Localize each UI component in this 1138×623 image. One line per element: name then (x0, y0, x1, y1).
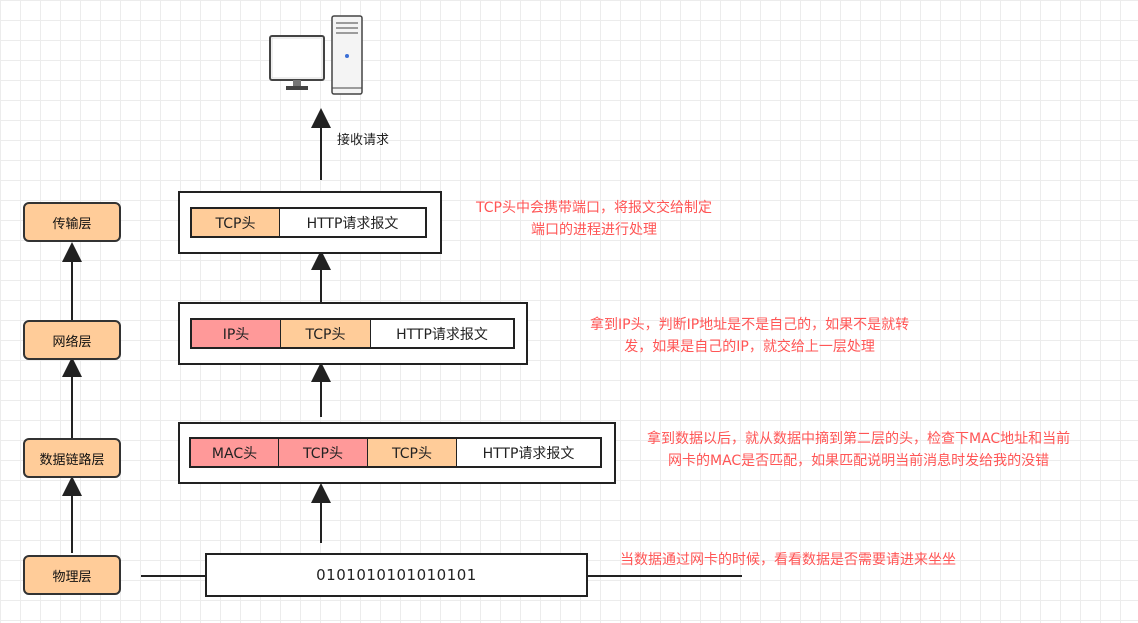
bitstream-box: 0101010101010101 (205, 553, 588, 597)
note-datalink: 拿到数据以后，就从数据中摘到第二层的头，检查下MAC地址和当前 网卡的MAC是否… (647, 428, 1070, 472)
ip-header-cell: IP头 (192, 320, 281, 347)
note-transport: TCP头中会携带端口，将报文交给制定 端口的进程进行处理 (476, 197, 712, 241)
note-line: 端口的进程进行处理 (530, 222, 657, 238)
note-physical: 当数据通过网卡的时候，看看数据是否需要请进来坐坐 (620, 549, 956, 571)
computer-icon (269, 15, 363, 95)
layer-datalink: 数据链路层 (23, 438, 121, 478)
receive-request-label: 接收请求 (337, 133, 390, 148)
layer-physical: 物理层 (23, 555, 121, 595)
packet-datalink-cells: MAC头 TCP头 TCP头 HTTP请求报文 (189, 437, 602, 468)
note-line: 拿到数据以后，就从数据中摘到第二层的头，检查下MAC地址和当前 (647, 431, 1071, 447)
packet-transport-cells: TCP头 HTTP请求报文 (190, 207, 427, 238)
mac-header-cell: MAC头 (191, 439, 279, 466)
tcp-header-cell: TCP头 (281, 320, 371, 347)
tcp-header-cell: TCP头 (368, 439, 457, 466)
tcp-header-cell-red: TCP头 (279, 439, 368, 466)
note-line: 发，如果是自己的IP，就交给上一层处理 (624, 339, 875, 355)
note-line: 当数据通过网卡的时候，看看数据是否需要请进来坐坐 (620, 552, 956, 568)
layer-network: 网络层 (23, 320, 121, 360)
http-message-cell: HTTP请求报文 (457, 439, 600, 466)
http-message-cell: HTTP请求报文 (371, 320, 513, 347)
tcp-header-cell: TCP头 (192, 209, 280, 236)
layer-transport: 传输层 (23, 202, 121, 242)
note-network: 拿到IP头，判断IP地址是不是自己的，如果不是就转 发，如果是自己的IP，就交给… (590, 314, 909, 358)
note-line: TCP头中会携带端口，将报文交给制定 (476, 200, 712, 216)
packet-network-cells: IP头 TCP头 HTTP请求报文 (190, 318, 515, 349)
note-line: 网卡的MAC是否匹配，如果匹配说明当前消息时发给我的没错 (668, 453, 1050, 469)
http-message-cell: HTTP请求报文 (280, 209, 425, 236)
note-line: 拿到IP头，判断IP地址是不是自己的，如果不是就转 (590, 317, 910, 333)
